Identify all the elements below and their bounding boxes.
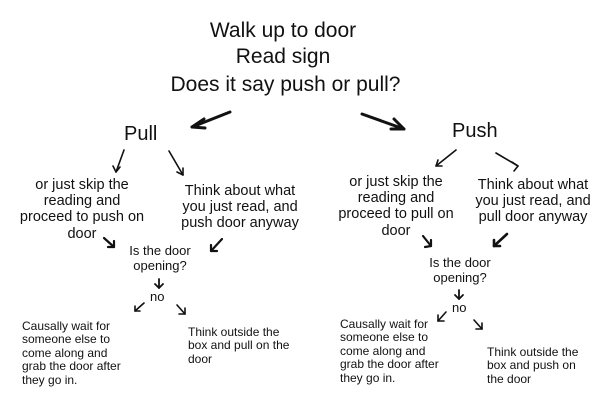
title-line-3: Does it say push or pull? [170,73,401,96]
arrow-title-to-pull [190,110,232,130]
arrow-push-to-think [495,152,519,172]
arrow-pull-to-think [168,150,184,176]
pull-door-question: Is the door opening? [129,243,191,273]
arrow-pull-no-to-outside [176,304,186,315]
pull-outside-option: Think outside the box and pull on the do… [188,325,290,366]
pull-wait-option: Causally wait for someone else to come a… [22,319,121,387]
arrow-title-to-push [360,112,406,131]
push-wait-option: Causally wait for someone else to come a… [340,317,439,385]
title-line-2: Read sign [235,45,331,68]
pull-skip-option: or just skip the reading and proceed to … [19,177,145,242]
arrow-pull-think-to-question [209,237,224,253]
title-line-1: Walk up to door [209,19,357,42]
push-answer-no: no [452,300,467,315]
push-door-question: Is the door opening? [429,255,491,285]
arrow-push-to-skip [435,149,457,167]
push-skip-option: or just skip the reading and proceed to … [338,174,454,239]
pull-think-option: Think about what you just read, and push… [181,183,299,232]
arrow-push-no-to-wait [437,311,447,322]
pull-label: Pull [124,123,158,145]
arrow-pull-question-to-no [154,278,164,289]
push-outside-option: Think outside the box and push on the do… [487,345,579,386]
push-label: Push [452,120,498,142]
arrow-push-question-to-no [454,289,464,300]
arrow-push-think-to-question [492,232,509,248]
pull-answer-no: no [150,289,165,304]
push-think-option: Think about what you just read, and pull… [475,177,591,226]
arrow-push-no-to-outside [473,319,483,330]
arrow-pull-to-skip [112,149,125,173]
arrow-pull-no-to-wait [134,302,145,312]
